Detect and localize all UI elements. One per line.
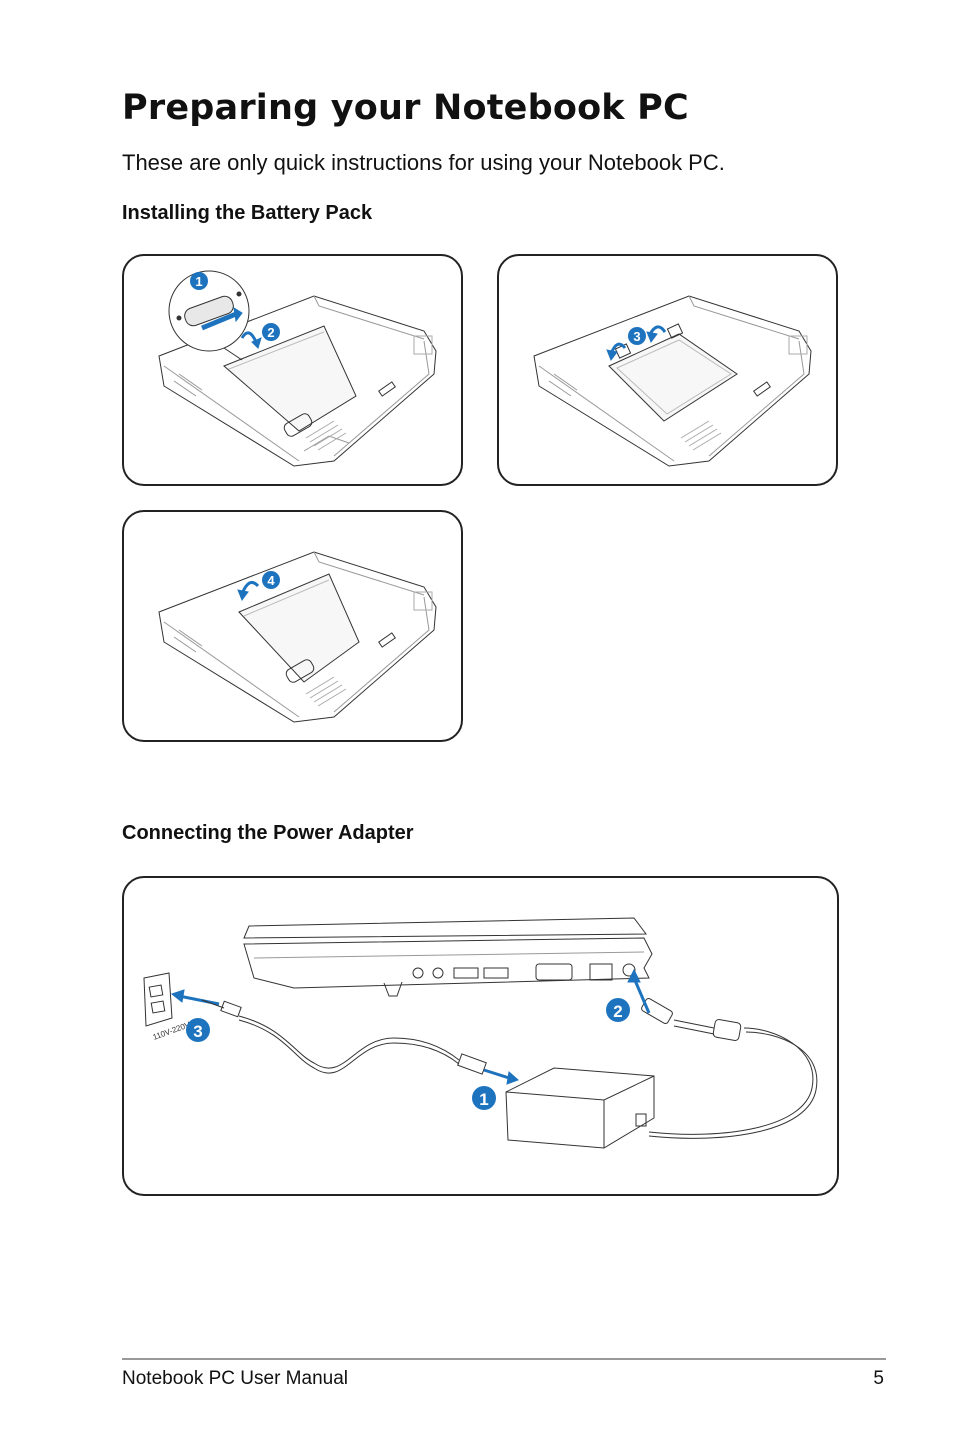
rotate-arrow-icon	[606, 325, 667, 362]
power-heading: Connecting the Power Adapter	[122, 822, 414, 844]
laptop-side-illustration	[243, 917, 653, 997]
laptop-bottom-illustration	[533, 295, 812, 467]
plug-arrow-icon	[483, 1068, 519, 1085]
step-badge-2: 2	[606, 998, 630, 1022]
rotate-arrow-icon	[240, 331, 262, 349]
dc-cable	[641, 998, 818, 1139]
battery-illustration-step-3: 3	[497, 254, 838, 486]
plug-arrow-icon	[170, 989, 220, 1006]
svg-text:1: 1	[479, 1090, 488, 1109]
svg-text:4: 4	[267, 573, 275, 588]
svg-text:3: 3	[633, 329, 640, 344]
footer-page-number: 5	[873, 1368, 884, 1389]
latch-magnifier	[168, 270, 250, 361]
power-adapter-illustration: 110V-220V	[122, 876, 839, 1196]
battery-heading: Installing the Battery Pack	[122, 202, 373, 224]
svg-text:2: 2	[267, 325, 274, 340]
step-badge-1: 1	[190, 272, 208, 290]
step-badge-4: 4	[262, 571, 280, 589]
slide-arrow-icon	[201, 306, 243, 331]
svg-text:1: 1	[195, 274, 202, 289]
battery-pack	[223, 325, 357, 437]
power-adapter-brick	[505, 1067, 655, 1149]
battery-illustration-step-4: 4	[122, 510, 463, 742]
svg-text:2: 2	[613, 1002, 622, 1021]
wall-outlet-icon: 110V-220V	[143, 972, 192, 1042]
svg-text:3: 3	[193, 1022, 202, 1041]
footer-divider	[122, 1358, 886, 1360]
page-title: Preparing your Notebook PC	[122, 88, 689, 128]
step-badge-3: 3	[186, 1018, 210, 1042]
rotate-arrow-icon	[237, 580, 260, 602]
svg-text:110V-220V: 110V-220V	[152, 1020, 192, 1042]
battery-pack	[238, 573, 360, 683]
laptop-bottom-illustration	[158, 551, 437, 723]
battery-illustration-step-1-2: 1 2	[122, 254, 463, 486]
footer-manual-title: Notebook PC User Manual	[122, 1368, 348, 1389]
battery-pack	[608, 323, 738, 422]
step-badge-3: 3	[628, 327, 646, 345]
intro-text: These are only quick instructions for us…	[122, 150, 725, 175]
power-cord	[201, 999, 487, 1075]
dc-plug-arrow-icon	[627, 968, 651, 1014]
step-badge-1: 1	[472, 1086, 496, 1110]
laptop-bottom-illustration	[158, 295, 437, 467]
step-badge-2: 2	[262, 323, 280, 341]
